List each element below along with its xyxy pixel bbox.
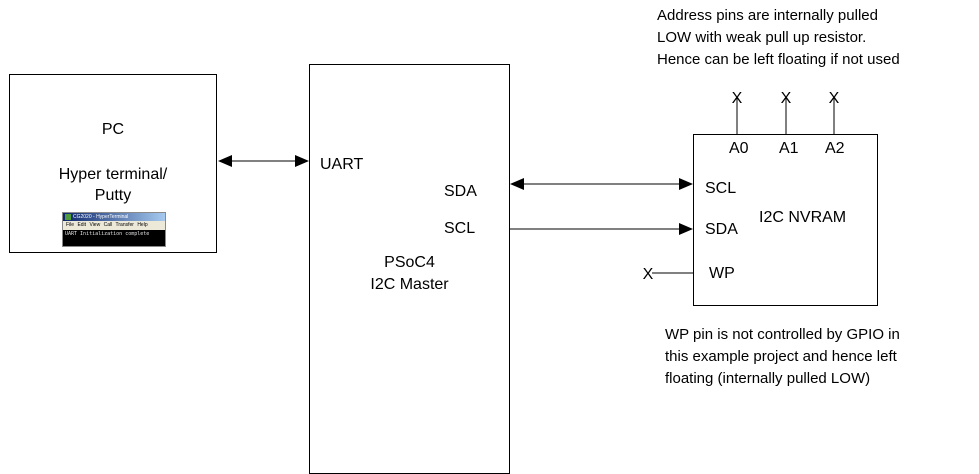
terminal-screen: UART Initialization complete bbox=[63, 230, 165, 246]
nvram-title: I2C NVRAM bbox=[759, 209, 847, 226]
wp-note-line2: this example project and hence left bbox=[665, 348, 897, 365]
pc-uart-arrow-right bbox=[295, 155, 309, 167]
pc-title: PC bbox=[101, 121, 125, 138]
terminal-window-title: CG2020 - HyperTerminal bbox=[73, 214, 129, 220]
nvram-sda-label: SDA bbox=[705, 221, 738, 238]
wp-no-connect-marker: X bbox=[643, 266, 654, 283]
psoc-scl-label: SCL bbox=[444, 220, 476, 237]
psoc-title-line1: PSoC4 bbox=[384, 254, 435, 271]
sda-arrow-left bbox=[510, 178, 524, 190]
terminal-menubar: File Edit View Call Transfer Help bbox=[63, 221, 165, 230]
nvram-a1-label: A1 bbox=[779, 140, 799, 157]
psoc-title-line2: I2C Master bbox=[370, 276, 449, 293]
nvram-a2-label: A2 bbox=[825, 140, 845, 157]
nvram-wp-label: WP bbox=[709, 265, 735, 282]
a1-no-connect-marker: X bbox=[781, 90, 792, 107]
scl-arrow-right bbox=[679, 223, 693, 235]
address-note-line1: Address pins are internally pulled bbox=[657, 7, 878, 24]
nvram-scl-label: SCL bbox=[705, 180, 737, 197]
nvram-box bbox=[693, 134, 878, 306]
a2-no-connect-marker: X bbox=[829, 90, 840, 107]
pc-subtitle-line1: Hyper terminal/ bbox=[58, 166, 168, 183]
terminal-app-icon bbox=[65, 214, 71, 220]
sda-arrow-right bbox=[679, 178, 693, 190]
pc-subtitle-line2: Putty bbox=[94, 187, 132, 204]
address-note-line2: LOW with weak pull up resistor. bbox=[657, 29, 867, 46]
terminal-screen-text: UART Initialization complete bbox=[65, 231, 150, 237]
wp-note-line3: floating (internally pulled LOW) bbox=[665, 370, 871, 387]
a0-no-connect-marker: X bbox=[732, 90, 743, 107]
pc-uart-arrow-left bbox=[218, 155, 232, 167]
nvram-a0-label: A0 bbox=[729, 140, 749, 157]
address-note-line3: Hence can be left floating if not used bbox=[657, 51, 900, 68]
psoc4-box bbox=[309, 64, 510, 474]
psoc-sda-label: SDA bbox=[444, 183, 477, 200]
psoc-uart-label: UART bbox=[320, 156, 364, 173]
terminal-titlebar: CG2020 - HyperTerminal bbox=[63, 213, 165, 221]
hyperterminal-thumbnail: CG2020 - HyperTerminal File Edit View Ca… bbox=[62, 212, 166, 247]
wp-note-line1: WP pin is not controlled by GPIO in bbox=[665, 326, 900, 343]
